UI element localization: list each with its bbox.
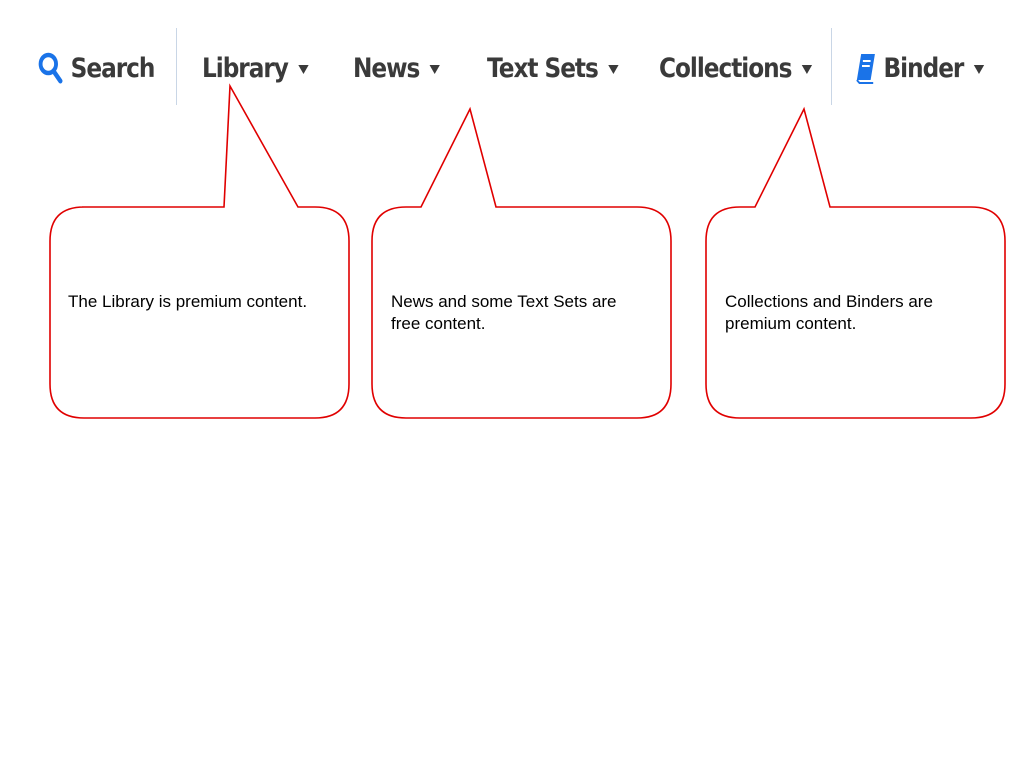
book-icon xyxy=(856,52,877,84)
caret-down-icon xyxy=(429,64,440,74)
nav-binder-label: Binder xyxy=(883,52,965,84)
callout-collections xyxy=(705,106,1006,419)
nav-divider xyxy=(176,28,177,105)
callout-news xyxy=(371,106,672,419)
nav-collections[interactable]: Collections xyxy=(659,48,813,88)
nav-divider xyxy=(831,28,832,105)
nav-search-label: Search xyxy=(70,52,156,84)
nav-library[interactable]: Library xyxy=(202,48,309,88)
callout-news-text: News and some Text Sets are free content… xyxy=(391,292,617,333)
nav-news-label: News xyxy=(353,52,420,84)
callout-library xyxy=(49,83,350,419)
caret-down-icon xyxy=(608,64,619,74)
nav-search[interactable]: Search xyxy=(38,48,156,88)
nav-news[interactable]: News xyxy=(353,48,440,88)
callout-library-text: The Library is premium content. xyxy=(68,292,308,311)
nav-binder[interactable]: Binder xyxy=(856,48,984,88)
nav-library-label: Library xyxy=(202,52,289,84)
callout-collections-text: Collections and Binders are premium cont… xyxy=(725,292,933,333)
nav-text-sets-label: Text Sets xyxy=(487,52,599,84)
caret-down-icon xyxy=(973,64,984,74)
nav-collections-label: Collections xyxy=(659,52,792,84)
nav-text-sets[interactable]: Text Sets xyxy=(487,48,619,88)
search-icon xyxy=(38,52,64,84)
top-navigation-bar: Search Library News Text Sets Collection… xyxy=(0,28,1024,106)
caret-down-icon xyxy=(801,64,813,74)
caret-down-icon xyxy=(298,64,309,74)
